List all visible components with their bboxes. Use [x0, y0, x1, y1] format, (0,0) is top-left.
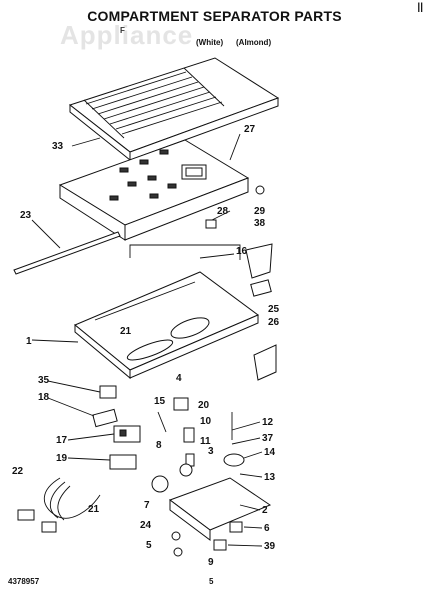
- subtitle-white: (White): [196, 38, 224, 47]
- callout-11: 11: [200, 436, 211, 447]
- part-clips: [205, 185, 273, 279]
- callout-labels: 33 27 23 28 29 38 16 25 26 21 1 35 18 17…: [12, 124, 280, 568]
- callout-37: 37: [262, 433, 274, 444]
- callout-22: 22: [12, 466, 24, 477]
- callout-4: 4: [176, 373, 182, 384]
- callout-5: 5: [146, 540, 152, 551]
- part-liner: [74, 271, 259, 380]
- callout-38: 38: [254, 218, 266, 229]
- callout-28: 28: [217, 206, 229, 217]
- callout-7: 7: [144, 500, 150, 511]
- callout-35: 35: [38, 375, 50, 386]
- callout-25: 25: [268, 304, 280, 315]
- part-control-stack: [92, 385, 141, 470]
- callout-39: 39: [264, 541, 276, 552]
- callout-17: 17: [56, 435, 68, 446]
- part-wire-harness: [17, 477, 101, 533]
- document-number: 4378957: [8, 577, 40, 586]
- part-thermostat-assembly: [151, 397, 272, 557]
- callout-33: 33: [52, 141, 64, 152]
- part-separator-frame: [58, 139, 250, 241]
- callout-9: 9: [208, 557, 214, 568]
- callout-16: 16: [236, 246, 248, 257]
- callout-3: 3: [208, 446, 214, 457]
- callout-23: 23: [20, 210, 32, 221]
- callout-12: 12: [262, 417, 274, 428]
- callout-10: 10: [200, 416, 212, 427]
- callout-26: 26: [268, 317, 280, 328]
- callout-19: 19: [56, 453, 68, 464]
- model-line: F: [120, 26, 126, 35]
- corner-mark: ||: [417, 2, 423, 13]
- callout-14: 14: [264, 447, 276, 458]
- part-top-cover: [68, 57, 280, 162]
- callout-21-upper: 21: [120, 326, 132, 337]
- callout-15: 15: [154, 396, 166, 407]
- part-bracket: [253, 344, 277, 381]
- callout-8: 8: [156, 440, 162, 451]
- subtitle-almond: (Almond): [236, 38, 272, 47]
- callout-6: 6: [264, 523, 270, 534]
- page-number: 5: [209, 577, 214, 586]
- callout-20: 20: [198, 400, 210, 411]
- leader-lines: [31, 133, 263, 547]
- callout-24: 24: [140, 520, 152, 531]
- diagram-title: COMPARTMENT SEPARATOR PARTS: [87, 8, 342, 24]
- part-gasket: [250, 279, 272, 297]
- callout-1: 1: [26, 336, 32, 347]
- part-strip: [13, 231, 121, 275]
- callout-27: 27: [244, 124, 256, 135]
- callout-13: 13: [264, 472, 276, 483]
- watermark: Appliance: [60, 20, 194, 50]
- part-cable: [129, 244, 241, 260]
- callout-21-lower: 21: [88, 504, 100, 515]
- callout-2: 2: [262, 505, 268, 516]
- callout-29: 29: [254, 206, 266, 217]
- callout-18: 18: [38, 392, 50, 403]
